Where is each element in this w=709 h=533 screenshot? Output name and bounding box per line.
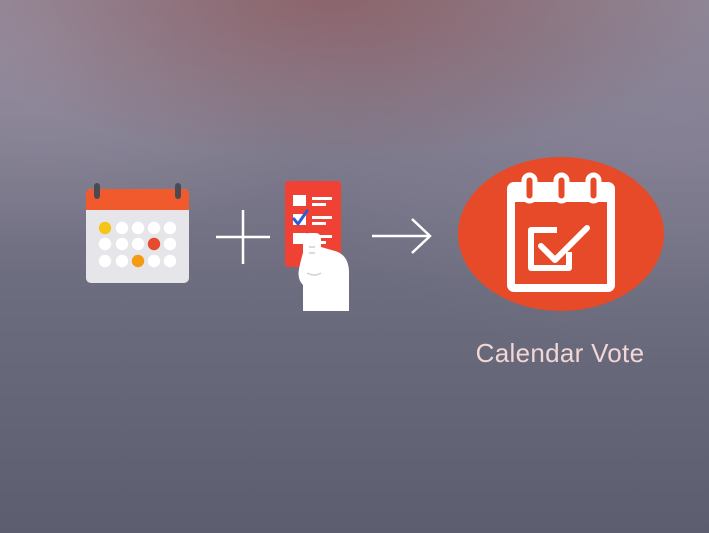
calendar-day-dot: [163, 237, 177, 251]
calendar-day-dot: [98, 254, 112, 268]
calendar-day-dot: [98, 237, 112, 251]
calendar-day-dot: [147, 254, 161, 268]
app-name-label: Calendar Vote: [475, 338, 645, 368]
calendar-check-icon: [458, 157, 664, 311]
calendar-day-dot: [115, 221, 129, 235]
calendar-day-dot: [115, 237, 129, 251]
ballot-vote-icon: [285, 181, 349, 311]
calendar-icon: [86, 183, 189, 283]
calendar-day-dot: [98, 221, 112, 235]
calendar-day-dot: [147, 221, 161, 235]
calendar-day-dot: [131, 221, 145, 235]
calendar-day-dot: [131, 237, 145, 251]
calendar-day-dot: [115, 254, 129, 268]
calendar-day-dot: [131, 254, 145, 268]
calendar-day-dot: [163, 254, 177, 268]
calendar-day-dot: [147, 237, 161, 251]
plus-icon: [216, 210, 270, 264]
arrow-right-icon: [372, 218, 432, 254]
calendar-day-dot: [163, 221, 177, 235]
